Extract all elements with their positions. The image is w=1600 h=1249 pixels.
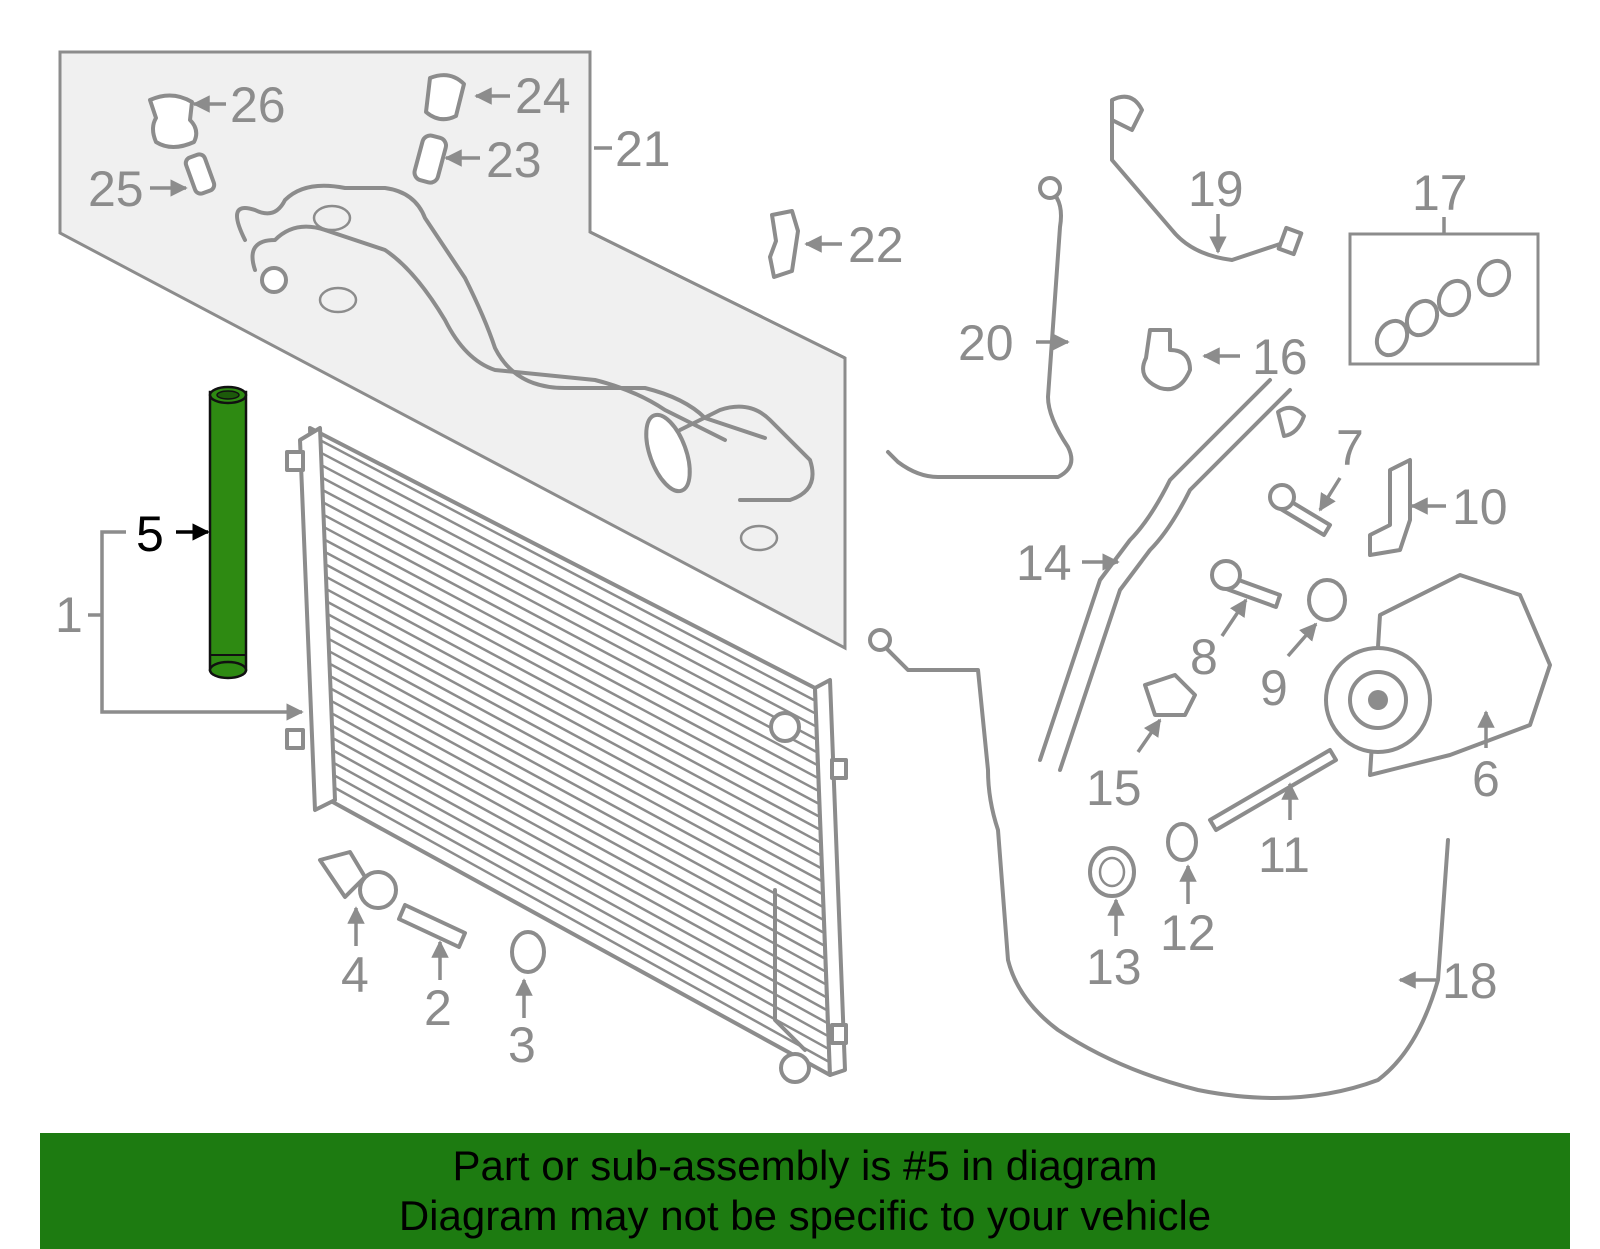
callout-6[interactable]: 6 bbox=[1472, 751, 1500, 807]
condenser-fin bbox=[320, 464, 818, 728]
condenser-fin bbox=[333, 774, 830, 1051]
callout-12[interactable]: 12 bbox=[1160, 905, 1216, 961]
drier-bottom bbox=[208, 660, 248, 680]
condenser-fin bbox=[333, 786, 831, 1064]
condenser-fin bbox=[319, 439, 817, 703]
condenser-fin bbox=[326, 600, 823, 870]
callout-3[interactable]: 3 bbox=[508, 1017, 536, 1073]
condenser-fin bbox=[330, 712, 828, 986]
condenser-fin bbox=[321, 476, 818, 741]
part-17-seal-kit bbox=[1348, 232, 1540, 366]
callout-11[interactable]: 11 bbox=[1258, 827, 1310, 883]
part-1-bracket-line bbox=[88, 530, 304, 721]
condenser-fin bbox=[323, 538, 821, 806]
part-26-cap bbox=[148, 93, 199, 149]
callout-8[interactable]: 8 bbox=[1190, 629, 1218, 685]
part-13-grommet bbox=[1088, 846, 1136, 898]
callout-7[interactable]: 7 bbox=[1336, 420, 1364, 476]
condenser-fin bbox=[329, 674, 826, 948]
callout-21[interactable]: 21 bbox=[615, 121, 671, 177]
callout-10[interactable]: 10 bbox=[1452, 479, 1508, 535]
part-16-bracket bbox=[1141, 328, 1192, 392]
callout-13[interactable]: 13 bbox=[1086, 939, 1142, 995]
callout-labels: 1 2 3 4 5 6 7 8 9 10 11 12 13 14 15 16 1… bbox=[55, 68, 1508, 1073]
part-18-line bbox=[868, 628, 1450, 1100]
condenser-fin bbox=[325, 575, 822, 844]
callout-20[interactable]: 20 bbox=[958, 315, 1014, 371]
part-22-clip bbox=[768, 209, 800, 279]
callout-25[interactable]: 25 bbox=[88, 161, 144, 217]
condenser-fin bbox=[321, 488, 819, 754]
part-14-line bbox=[1038, 378, 1306, 772]
condenser-fin bbox=[322, 513, 820, 780]
part-11-stud bbox=[1208, 748, 1338, 832]
part-5-receiver-drier bbox=[208, 385, 248, 680]
condenser-fin bbox=[332, 749, 829, 1025]
callout-23[interactable]: 23 bbox=[486, 132, 542, 188]
part-15-valve bbox=[1143, 673, 1197, 717]
condenser-fin bbox=[326, 612, 824, 883]
condenser-fin bbox=[327, 637, 825, 909]
part-19-line bbox=[1110, 94, 1304, 262]
part-23-valve bbox=[412, 133, 449, 185]
part-8-bolt bbox=[1210, 559, 1282, 609]
condenser-fin bbox=[322, 501, 819, 767]
condenser-fin bbox=[328, 650, 825, 922]
condenser-fin bbox=[329, 687, 827, 960]
leader-arrows bbox=[150, 87, 1495, 1018]
callout-24[interactable]: 24 bbox=[515, 68, 571, 124]
part-4-pressure-switch bbox=[318, 850, 398, 910]
callout-5[interactable]: 5 bbox=[136, 506, 164, 562]
condenser-fin bbox=[324, 563, 822, 832]
condenser-fin bbox=[324, 550, 821, 819]
part-10-bracket bbox=[1368, 458, 1412, 557]
callout-4[interactable]: 4 bbox=[341, 947, 369, 1003]
part-6-compressor bbox=[1324, 573, 1552, 777]
part-1-condenser bbox=[285, 426, 848, 1084]
callout-26[interactable]: 26 bbox=[230, 77, 286, 133]
callout-9[interactable]: 9 bbox=[1260, 660, 1288, 716]
condenser-fin bbox=[332, 761, 830, 1038]
condenser-fin bbox=[320, 451, 817, 715]
callout-14[interactable]: 14 bbox=[1016, 535, 1072, 591]
condenser-fin bbox=[323, 526, 820, 793]
callout-15[interactable]: 15 bbox=[1086, 760, 1142, 816]
part-2-valve-core bbox=[397, 903, 467, 949]
part-7-bolt bbox=[1268, 483, 1332, 537]
condenser-fin bbox=[328, 662, 826, 935]
assembly-21-panel bbox=[58, 50, 847, 651]
callout-16[interactable]: 16 bbox=[1252, 329, 1308, 385]
drier-body bbox=[208, 390, 248, 672]
part-21-hose-assembly bbox=[235, 183, 815, 552]
callout-1[interactable]: 1 bbox=[55, 587, 83, 643]
part-24-cap bbox=[424, 73, 466, 122]
callout-22[interactable]: 22 bbox=[848, 217, 904, 273]
banner-line-2: Diagram may not be specific to your vehi… bbox=[398, 1192, 1212, 1239]
part-20-line bbox=[886, 176, 1074, 479]
banner-line-1: Part or sub-assembly is #5 in diagram bbox=[452, 1142, 1158, 1189]
condenser-fin bbox=[327, 625, 824, 896]
callout-18[interactable]: 18 bbox=[1442, 953, 1498, 1009]
info-banner: Part or sub-assembly is #5 in diagram Di… bbox=[40, 1133, 1570, 1249]
callout-17[interactable]: 17 bbox=[1412, 165, 1468, 221]
condenser-fin bbox=[331, 736, 829, 1012]
part-3-o-ring bbox=[510, 930, 546, 974]
condenser-fin bbox=[325, 588, 823, 857]
part-25-valve bbox=[183, 152, 217, 196]
condenser-fin bbox=[331, 724, 828, 999]
callout-2[interactable]: 2 bbox=[424, 980, 452, 1036]
part-12-clamp bbox=[1166, 822, 1198, 862]
part-9-bushing bbox=[1307, 578, 1347, 622]
condenser-fin bbox=[330, 699, 827, 973]
callout-19[interactable]: 19 bbox=[1188, 161, 1244, 217]
